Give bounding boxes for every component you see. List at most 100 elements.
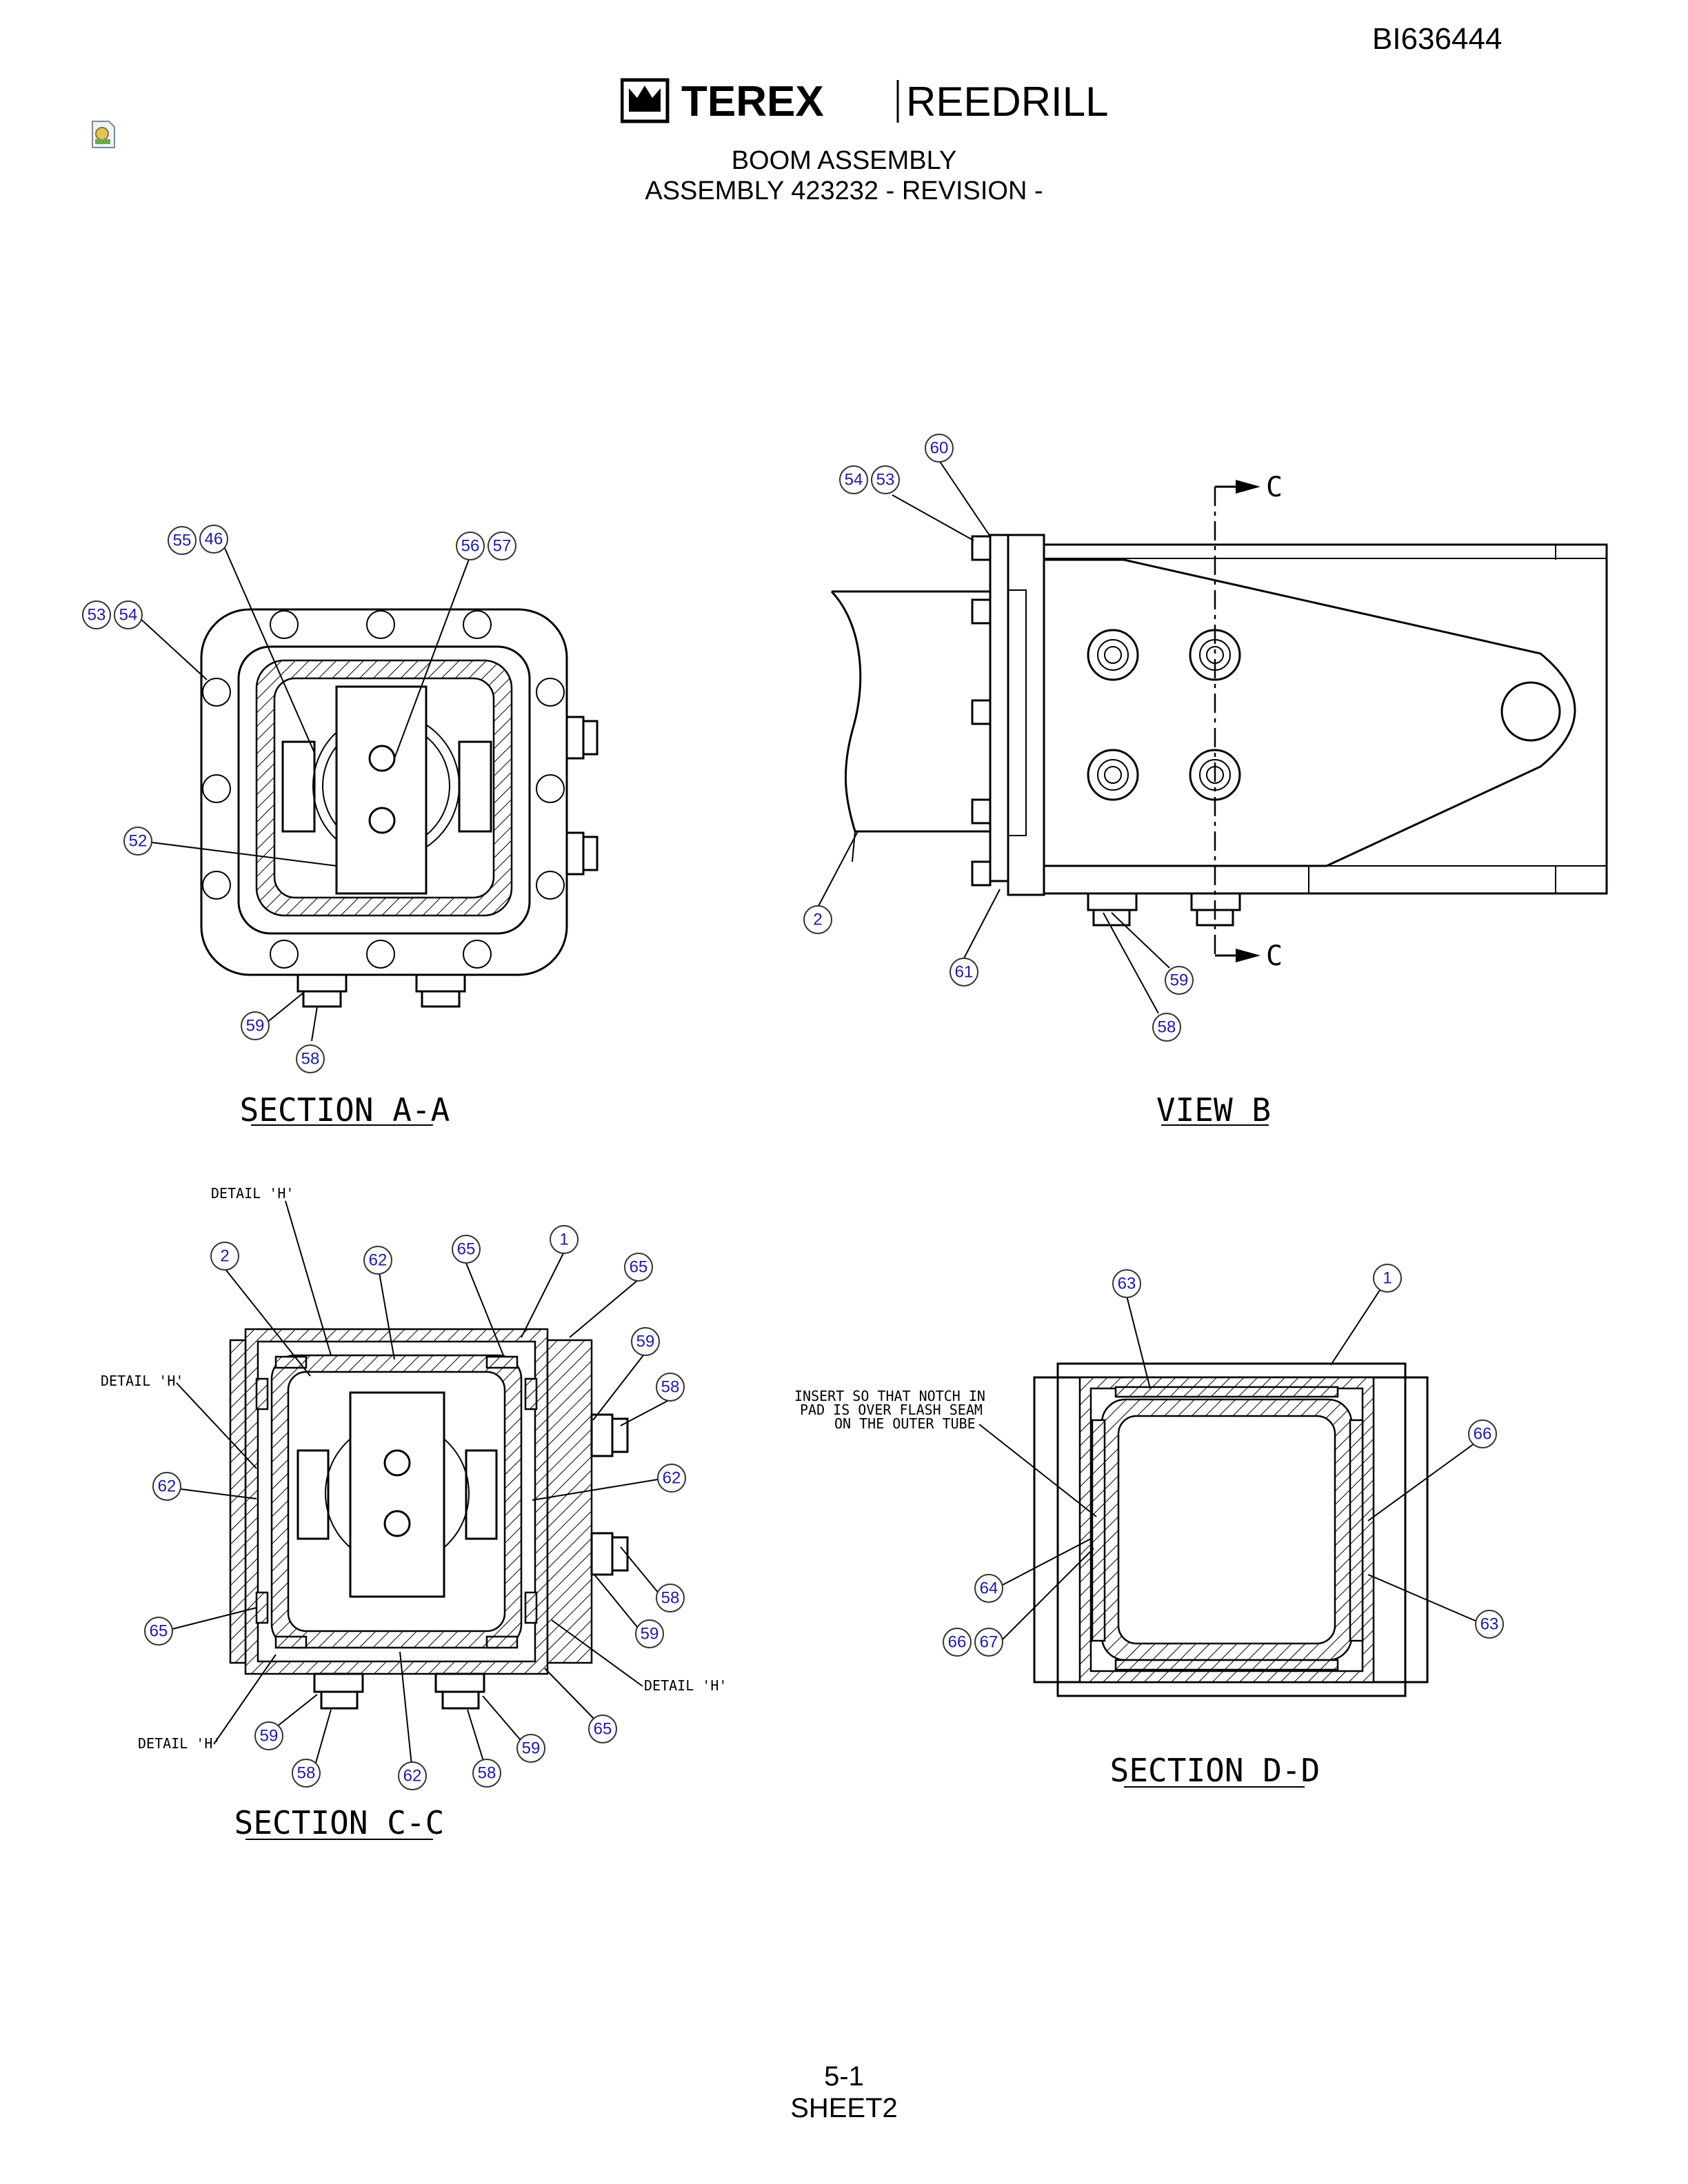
section-aa-label: SECTION A-A: [240, 1091, 450, 1129]
callout-balloon: 63: [1475, 1610, 1504, 1639]
callout-balloon: 62: [398, 1761, 427, 1790]
callout-balloon: 55: [168, 526, 197, 555]
assembly-note-line: PAD IS OVER FLASH SEAM: [800, 1402, 983, 1418]
callout-balloon: 59: [516, 1734, 545, 1763]
callout-balloon: 59: [631, 1327, 660, 1356]
callout-balloon: 58: [1152, 1013, 1181, 1042]
svg-text:62: 62: [403, 1767, 422, 1786]
detail-h-label: DETAIL 'H': [644, 1677, 727, 1694]
page-subtitle: ASSEMBLY 423232 - REVISION -: [645, 176, 1043, 205]
callout-balloon: 61: [950, 958, 978, 987]
document-number: BI636444: [1372, 22, 1503, 56]
page-title: BOOM ASSEMBLY: [731, 146, 957, 175]
callout-balloon: 46: [199, 525, 228, 554]
callout-balloon: 64: [974, 1574, 1003, 1603]
callout-balloon: 62: [363, 1246, 392, 1275]
callout-balloon: 60: [925, 434, 954, 463]
callout-balloon: 65: [144, 1617, 173, 1646]
svg-text:57: 57: [493, 537, 512, 556]
svg-text:1: 1: [559, 1231, 568, 1249]
svg-text:53: 53: [876, 471, 895, 489]
svg-text:59: 59: [1170, 971, 1189, 990]
detail-h-label: DETAIL 'H': [211, 1185, 294, 1202]
svg-text:58: 58: [478, 1764, 496, 1783]
page-number: 5-1: [824, 2061, 864, 2092]
hex-nut-icon: [1087, 629, 1241, 801]
svg-text:64: 64: [980, 1579, 998, 1598]
svg-text:59: 59: [260, 1727, 279, 1746]
callout-balloon: 65: [452, 1235, 481, 1264]
section-dd-label: SECTION D-D: [1110, 1752, 1320, 1789]
svg-text:55: 55: [173, 532, 192, 550]
svg-text:62: 62: [158, 1477, 177, 1496]
svg-text:56: 56: [461, 537, 480, 556]
svg-text:46: 46: [205, 530, 223, 549]
svg-text:1: 1: [1383, 1269, 1391, 1288]
callout-balloon: 58: [296, 1044, 325, 1073]
callout-balloon: 58: [472, 1759, 501, 1788]
svg-text:63: 63: [1480, 1615, 1499, 1634]
svg-text:59: 59: [641, 1625, 659, 1644]
svg-text:62: 62: [663, 1469, 681, 1488]
svg-text:65: 65: [150, 1622, 168, 1641]
callout-balloon: 59: [1165, 966, 1194, 995]
svg-text:63: 63: [1118, 1275, 1136, 1293]
cut-label-bottom: C: [1266, 940, 1283, 972]
sheet-label: SHEET2: [790, 2093, 898, 2123]
svg-text:52: 52: [129, 832, 148, 851]
callout-balloon: 53: [82, 600, 111, 629]
svg-text:58: 58: [1158, 1018, 1176, 1037]
svg-text:67: 67: [980, 1633, 998, 1652]
view-b: C C 60 54 53 2 61 59 58 VIEW B: [803, 434, 1608, 1129]
section-dd-view: INSERT SO THAT NOTCH IN PAD IS OVER FLAS…: [794, 1264, 1504, 1789]
brand-terex: TEREX: [681, 78, 824, 125]
svg-text:65: 65: [457, 1240, 476, 1259]
callout-balloon: 2: [210, 1242, 239, 1271]
section-cc-view: DETAIL 'H' DETAIL 'H' DETAIL 'H' DETAIL …: [101, 1185, 727, 1841]
callout-balloon: 56: [456, 532, 485, 560]
callout-balloon: 58: [656, 1373, 685, 1402]
svg-text:54: 54: [845, 471, 863, 489]
svg-text:65: 65: [594, 1720, 612, 1739]
callout-balloon: 63: [1112, 1269, 1141, 1298]
svg-text:59: 59: [522, 1739, 541, 1758]
callout-balloon: 65: [588, 1715, 617, 1743]
callout-balloon: 52: [123, 827, 152, 856]
svg-text:54: 54: [119, 606, 138, 625]
callout-balloon: 62: [657, 1464, 686, 1493]
detail-h-label: DETAIL 'H': [138, 1735, 221, 1752]
svg-text:59: 59: [636, 1333, 655, 1351]
callout-balloon: 1: [550, 1225, 579, 1254]
callout-balloon: 57: [488, 532, 516, 560]
callout-balloon: 1: [1373, 1264, 1402, 1293]
svg-text:58: 58: [661, 1589, 680, 1608]
svg-text:60: 60: [930, 439, 949, 458]
svg-text:66: 66: [1474, 1425, 1492, 1444]
callout-balloon: 54: [114, 600, 143, 629]
assembly-note-line: ON THE OUTER TUBE: [834, 1415, 976, 1432]
svg-text:2: 2: [220, 1247, 229, 1266]
callout-balloon: 66: [1468, 1419, 1497, 1448]
callout-balloon: 59: [241, 1011, 270, 1040]
view-b-label: VIEW B: [1156, 1091, 1271, 1129]
attachment-icon[interactable]: [90, 119, 117, 150]
callout-balloon: 66: [943, 1628, 972, 1657]
callout-balloon: 59: [635, 1619, 664, 1648]
svg-text:53: 53: [88, 606, 106, 625]
callout-balloon: 67: [974, 1628, 1003, 1657]
callout-balloon: 2: [803, 905, 832, 934]
svg-text:65: 65: [630, 1258, 648, 1277]
svg-text:62: 62: [369, 1251, 388, 1270]
callout-balloon: 58: [292, 1759, 321, 1788]
svg-text:58: 58: [301, 1050, 320, 1069]
svg-text:61: 61: [955, 963, 974, 982]
callout-balloon: 58: [656, 1584, 685, 1612]
callout-balloon: 54: [839, 465, 868, 494]
callout-balloon: 65: [624, 1253, 653, 1282]
terex-crown-icon: [621, 78, 670, 123]
callout-balloon: 59: [254, 1721, 283, 1750]
detail-h-label: DETAIL 'H': [101, 1373, 183, 1389]
svg-text:58: 58: [297, 1764, 316, 1783]
terex-reedrill-logo: TEREX REEDRILL: [621, 78, 1108, 125]
